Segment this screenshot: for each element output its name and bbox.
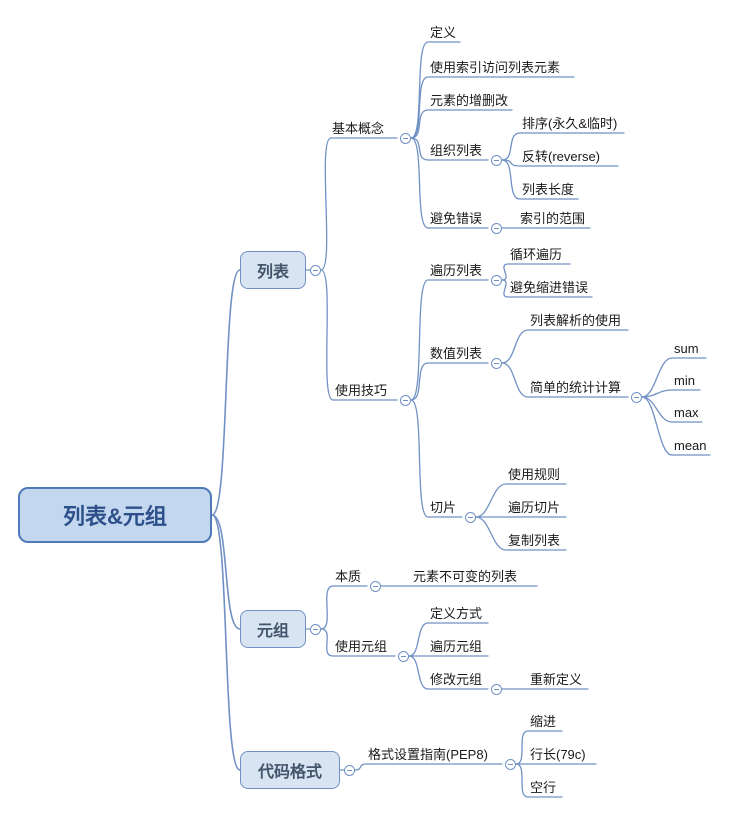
topic-sum[interactable]: sum bbox=[674, 341, 699, 356]
collapse-toggle-simple-stats[interactable] bbox=[630, 391, 642, 403]
topic-index-access[interactable]: 使用索引访问列表元素 bbox=[430, 60, 561, 75]
collapse-toggle-numeric-list[interactable] bbox=[490, 357, 502, 369]
collapse-toggle-organize-list[interactable] bbox=[490, 154, 502, 166]
topic-immutable-list[interactable]: 元素不可变的列表 bbox=[413, 569, 518, 584]
topic-indentation[interactable]: 缩进 bbox=[530, 714, 557, 729]
topic-sorting[interactable]: 排序(永久&临时) bbox=[522, 116, 618, 131]
minus-icon bbox=[493, 688, 499, 690]
collapse-toggle-pep8[interactable] bbox=[504, 758, 516, 770]
collapse-toggle-slice[interactable] bbox=[464, 511, 476, 523]
collapse-toggle-basic-concepts[interactable] bbox=[399, 132, 411, 144]
topic-loop-traversal[interactable]: 循环遍历 bbox=[510, 247, 563, 262]
topic-slice[interactable]: 切片 bbox=[430, 500, 457, 515]
topic-redefine[interactable]: 重新定义 bbox=[530, 672, 583, 687]
collapse-toggle-use-tuple[interactable] bbox=[397, 650, 409, 662]
topic-list-length[interactable]: 列表长度 bbox=[522, 182, 575, 197]
minus-icon bbox=[507, 763, 513, 765]
collapse-toggle-avoid-errors[interactable] bbox=[490, 222, 502, 234]
collapse-toggle-tuple[interactable] bbox=[310, 623, 321, 635]
topic-line-length[interactable]: 行长(79c) bbox=[530, 747, 586, 762]
topic-element-crud[interactable]: 元素的增删改 bbox=[430, 93, 509, 108]
topic-usage-tips[interactable]: 使用技巧 bbox=[335, 383, 388, 398]
topic-basic-concepts[interactable]: 基本概念 bbox=[332, 121, 385, 136]
minus-icon bbox=[313, 628, 318, 630]
topic-simple-stats[interactable]: 简单的统计计算 bbox=[530, 380, 622, 395]
collapse-toggle-modify-tuple[interactable] bbox=[490, 683, 502, 695]
topic-code-format[interactable]: 代码格式 bbox=[240, 751, 340, 789]
collapse-toggle-usage-tips[interactable] bbox=[399, 394, 411, 406]
minus-icon bbox=[402, 399, 408, 401]
minus-icon bbox=[493, 279, 499, 281]
minus-icon bbox=[372, 585, 378, 587]
topic-max[interactable]: max bbox=[674, 405, 699, 420]
topic-list[interactable]: 列表 bbox=[240, 251, 306, 289]
minus-icon bbox=[467, 516, 473, 518]
topic-reverse[interactable]: 反转(reverse) bbox=[522, 149, 601, 164]
topic-organize-list[interactable]: 组织列表 bbox=[430, 143, 483, 158]
topic-essence[interactable]: 本质 bbox=[335, 569, 362, 584]
topic-modify-tuple[interactable]: 修改元组 bbox=[430, 672, 483, 687]
topic-copy-list[interactable]: 复制列表 bbox=[508, 533, 561, 548]
minus-icon bbox=[493, 159, 499, 161]
minus-icon bbox=[633, 396, 639, 398]
collapse-toggle-code-format[interactable] bbox=[344, 764, 355, 776]
topic-blank-lines[interactable]: 空行 bbox=[530, 780, 557, 795]
topic-traverse-slice[interactable]: 遍历切片 bbox=[508, 500, 561, 515]
minus-icon bbox=[313, 269, 318, 271]
topic-traverse-tuple[interactable]: 遍历元组 bbox=[430, 639, 483, 654]
collapse-toggle-essence[interactable] bbox=[369, 580, 381, 592]
topic-numeric-list[interactable]: 数值列表 bbox=[430, 346, 483, 361]
minus-icon bbox=[400, 655, 406, 657]
topic-avoid-indent-errors[interactable]: 避免缩进错误 bbox=[510, 280, 589, 295]
topic-min[interactable]: min bbox=[674, 373, 695, 388]
minus-icon bbox=[402, 137, 408, 139]
topic-pep8-guide[interactable]: 格式设置指南(PEP8) bbox=[368, 747, 488, 762]
topic-list-comprehension[interactable]: 列表解析的使用 bbox=[530, 313, 622, 328]
minus-icon bbox=[493, 362, 499, 364]
topic-slice-rules[interactable]: 使用规则 bbox=[508, 467, 561, 482]
collapse-toggle-traverse-list[interactable] bbox=[490, 274, 502, 286]
topic-avoid-errors[interactable]: 避免错误 bbox=[430, 211, 483, 226]
topic-use-tuple[interactable]: 使用元组 bbox=[335, 639, 388, 654]
topic-definition[interactable]: 定义 bbox=[430, 25, 457, 40]
minus-icon bbox=[493, 227, 499, 229]
collapse-toggle-list[interactable] bbox=[310, 264, 321, 276]
topic-define-method[interactable]: 定义方式 bbox=[430, 606, 483, 621]
minus-icon bbox=[347, 769, 352, 771]
topic-index-range[interactable]: 索引的范围 bbox=[520, 211, 586, 226]
topic-traverse-list[interactable]: 遍历列表 bbox=[430, 263, 483, 278]
topic-tuple[interactable]: 元组 bbox=[240, 610, 306, 648]
topic-mean[interactable]: mean bbox=[674, 438, 707, 453]
root-topic[interactable]: 列表&元组 bbox=[18, 487, 212, 543]
